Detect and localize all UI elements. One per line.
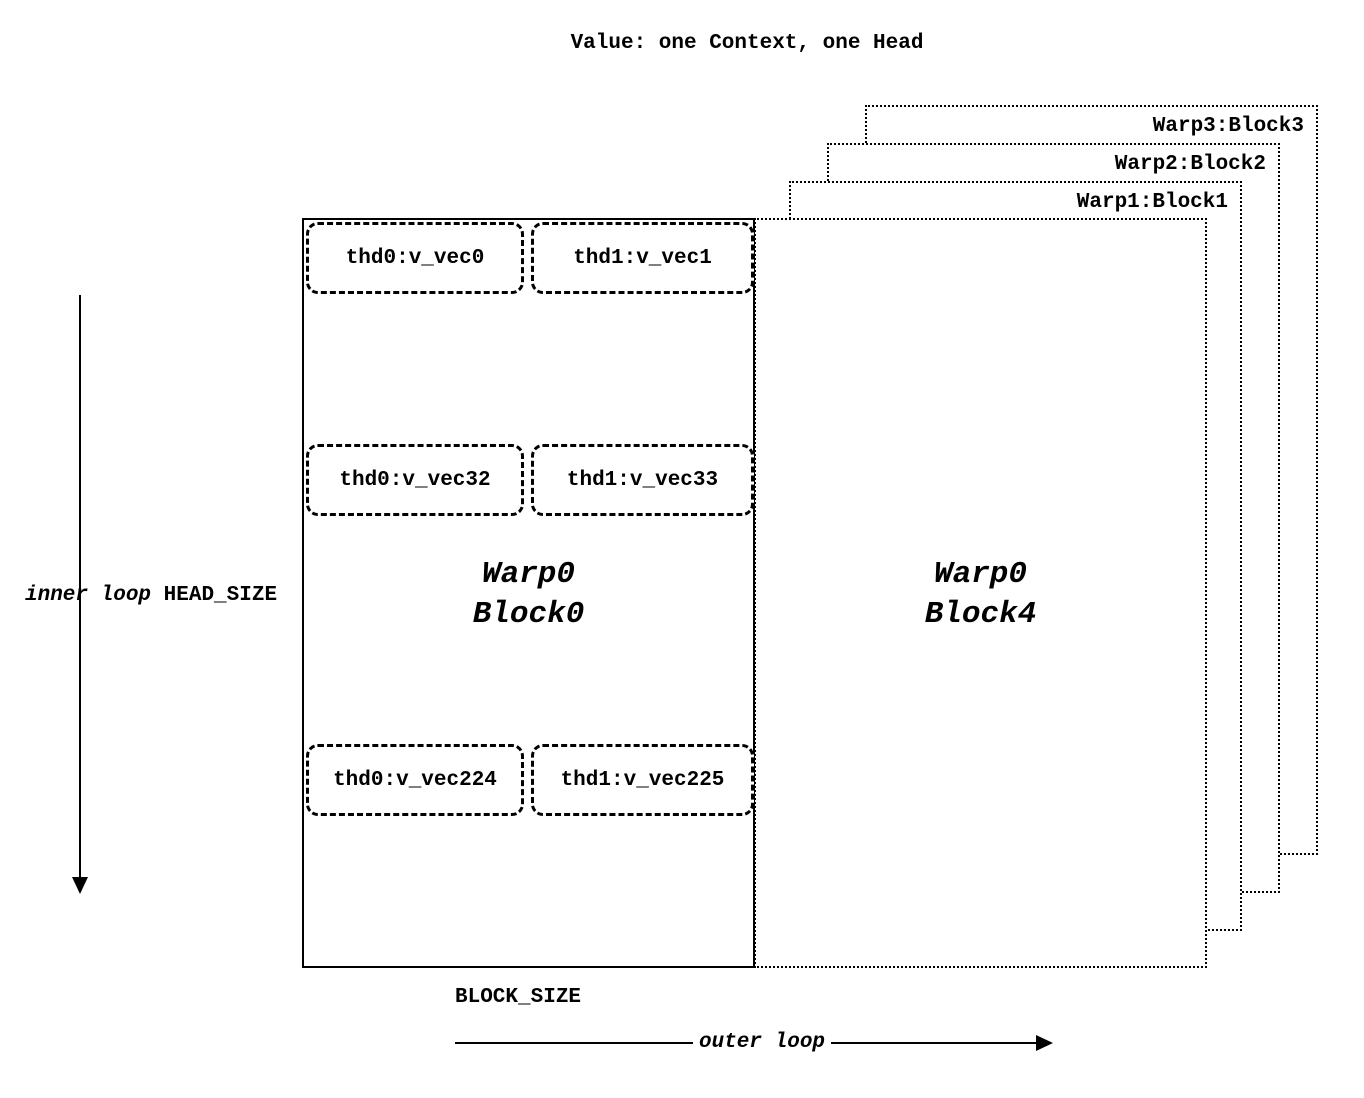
block0-rect: thd0:v_vec0 thd1:v_vec1 thd0:v_vec32 thd… xyxy=(302,218,755,968)
inner-loop-arrow-line xyxy=(79,295,81,877)
outer-loop-label: outer loop xyxy=(693,1031,832,1054)
thread-box-v-vec224-label: thd0:v_vec224 xyxy=(333,768,497,792)
thread-box-v-vec225: thd1:v_vec225 xyxy=(531,744,754,816)
thread-box-v-vec33-label: thd1:v_vec33 xyxy=(566,468,719,492)
thread-box-v-vec0: thd0:v_vec0 xyxy=(306,222,524,294)
head-size-label: HEAD_SIZE xyxy=(163,584,278,607)
thread-box-v-vec0-label: thd0:v_vec0 xyxy=(345,246,485,270)
thread-box-v-vec225-label: thd1:v_vec225 xyxy=(560,768,725,792)
block0-block-line: Block0 xyxy=(472,597,585,632)
inner-loop-arrowhead-icon xyxy=(72,877,88,894)
thread-box-v-vec32: thd0:v_vec32 xyxy=(306,444,524,516)
stacked-block-warp2-label: Warp2:Block2 xyxy=(1114,153,1266,176)
inner-loop-label: inner loop HEAD_SIZE xyxy=(25,584,277,607)
block4-label: Warp0 Block4 xyxy=(756,555,1205,635)
block4-warp-line: Warp0 xyxy=(933,557,1027,592)
thread-box-v-vec33: thd1:v_vec33 xyxy=(531,444,754,516)
thread-box-v-vec32-label: thd0:v_vec32 xyxy=(339,468,491,492)
block0-warp-line: Warp0 xyxy=(481,557,575,592)
block-size-label: BLOCK_SIZE xyxy=(455,986,582,1009)
stacked-block-warp1-label: Warp1:Block1 xyxy=(1076,191,1228,214)
inner-loop-label-text: inner loop xyxy=(25,584,152,607)
block4-rect: Warp0 Block4 xyxy=(754,218,1207,968)
thread-box-v-vec224: thd0:v_vec224 xyxy=(306,744,524,816)
diagram-title: Value: one Context, one Head xyxy=(570,32,924,55)
stacked-block-warp3-label: Warp3:Block3 xyxy=(1152,115,1304,138)
thread-box-v-vec1-label: thd1:v_vec1 xyxy=(573,246,712,270)
outer-loop-arrowhead-icon xyxy=(1036,1035,1053,1051)
block4-block-line: Block4 xyxy=(924,597,1037,632)
thread-box-v-vec1: thd1:v_vec1 xyxy=(531,222,754,294)
block0-label: Warp0 Block0 xyxy=(304,555,753,635)
